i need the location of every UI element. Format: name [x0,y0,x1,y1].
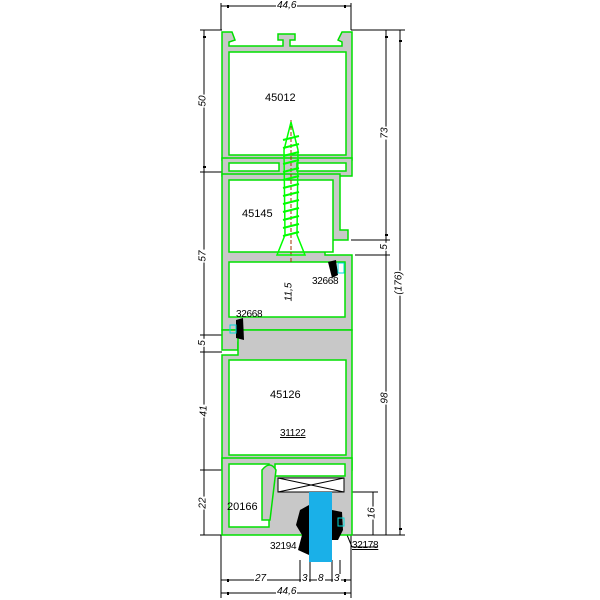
dim-left-57: 57 [197,249,209,263]
part-label-31122: 31122 [280,428,306,439]
dim-right-16: 16 [366,506,378,520]
dim-left-5: 5 [196,339,208,347]
dim-bottom-3a: 3 [301,573,309,584]
dim-bottom-8: 8 [317,573,325,584]
dim-right-98: 98 [379,391,391,405]
dim-right-73: 73 [379,126,391,140]
dim-right-5: 5 [378,243,390,251]
glass-pane [309,492,332,562]
dim-inner-11-5: 11,5 [283,281,295,303]
part-label-32194: 32194 [270,541,297,552]
gasket-outlines [229,262,345,527]
dim-right-total: (176) [393,270,405,296]
part-label-45145: 45145 [242,208,273,220]
spacer-block [277,477,345,493]
dim-bottom-3b: 3 [333,573,341,584]
part-label-32668-top: 32668 [312,276,339,287]
dim-left-22: 22 [197,496,209,510]
part-label-32668-mid: 32668 [236,309,263,320]
dim-left-50: 50 [197,94,209,108]
dim-top-width: 44,6 [276,0,298,11]
dimension-ticks [203,5,402,595]
part-label-45126: 45126 [270,389,301,401]
dim-bottom-width: 44,6 [276,586,298,597]
dim-bottom-27: 27 [254,573,268,584]
dim-left-41: 41 [198,404,210,418]
screw [275,120,307,262]
part-label-32178: 32178 [352,540,379,551]
part-label-45012: 45012 [265,92,296,104]
part-label-20166: 20166 [227,501,258,513]
